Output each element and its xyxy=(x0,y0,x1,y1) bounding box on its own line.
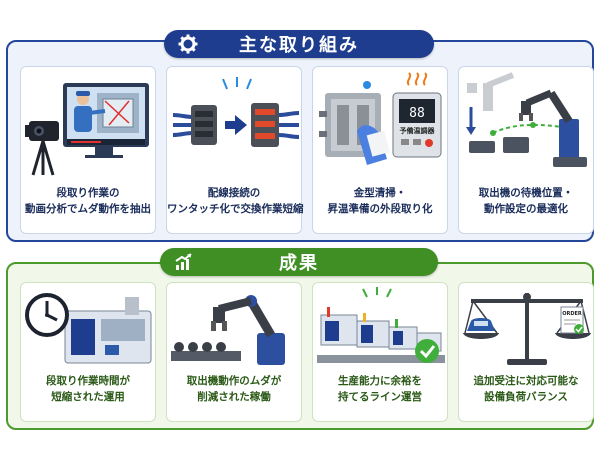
check-circle-icon xyxy=(574,324,584,334)
order-label: ORDER xyxy=(562,311,582,317)
device-reading: 88 xyxy=(409,106,425,121)
connector-illustration xyxy=(172,77,299,147)
production-line-illustration xyxy=(317,287,445,363)
results-banner: 成果 xyxy=(160,248,438,276)
card-load-balance: ORDER 追加受注に対応可能な 設備負荷バランス xyxy=(458,282,594,422)
initiatives-banner: 主な取り組み xyxy=(164,30,434,58)
device-label: 予備温調器 xyxy=(400,126,436,135)
card-setup-time-reduced: 段取り作業時間が 短縮された運用 xyxy=(20,282,156,422)
blue-dot-icon xyxy=(363,81,371,89)
card-one-touch-wiring-caption: 配線接続の ワンタッチ化で交換作業短縮 xyxy=(167,187,304,215)
card-robot-optimization-caption: 取出機の待機位置・ 動作設定の最適化 xyxy=(478,187,574,215)
robot-optimization-illustration xyxy=(466,72,587,167)
card-external-setup-caption: 金型清掃・ 昇温準備の外段取り化 xyxy=(327,187,433,215)
check-circle-icon xyxy=(415,339,439,363)
balance-scale-illustration: ORDER xyxy=(463,293,591,365)
arrow-right-icon xyxy=(225,115,247,135)
heat-waves-icon xyxy=(406,72,428,86)
clock-machine-illustration xyxy=(25,293,152,364)
initiatives-title: 主な取り組み xyxy=(239,35,359,56)
video-analysis-illustration xyxy=(25,83,149,176)
card-capacity-headroom-caption: 生産能力に余裕を 持てるライン運営 xyxy=(338,375,422,403)
growth-chart-icon xyxy=(175,253,192,270)
card-video-analysis: 段取り作業の 動画分析でムダ動作を抽出 xyxy=(20,66,156,234)
robot-arm-illustration xyxy=(171,295,285,365)
card-one-touch-wiring: 配線接続の ワンタッチ化で交換作業短縮 xyxy=(166,66,304,234)
card-load-balance-caption: 追加受注に対応可能な 設備負荷バランス xyxy=(473,375,579,403)
card-video-analysis-caption: 段取り作業の 動画分析でムダ動作を抽出 xyxy=(25,187,151,215)
gear-icon xyxy=(178,34,198,54)
card-robot-waste-reduced: 取出機動作のムダが 削減された稼働 xyxy=(166,282,302,422)
card-robot-waste-reduced-caption: 取出機動作のムダが 削減された稼働 xyxy=(186,375,282,403)
results-title: 成果 xyxy=(279,253,319,274)
mold-cleaning-illustration: 88 予備温調器 xyxy=(319,72,442,165)
arrow-down-icon xyxy=(466,127,476,135)
card-external-setup: 88 予備温調器 金型清掃・ 昇温準備の外段取り化 xyxy=(312,66,448,234)
card-robot-optimization: 取出機の待機位置・ 動作設定の最適化 xyxy=(458,66,594,234)
spark-lines xyxy=(222,77,252,90)
card-setup-time-reduced-caption: 段取り作業時間が 短縮された運用 xyxy=(46,375,130,403)
card-capacity-headroom: 生産能力に余裕を 持てるライン運営 xyxy=(312,282,448,422)
